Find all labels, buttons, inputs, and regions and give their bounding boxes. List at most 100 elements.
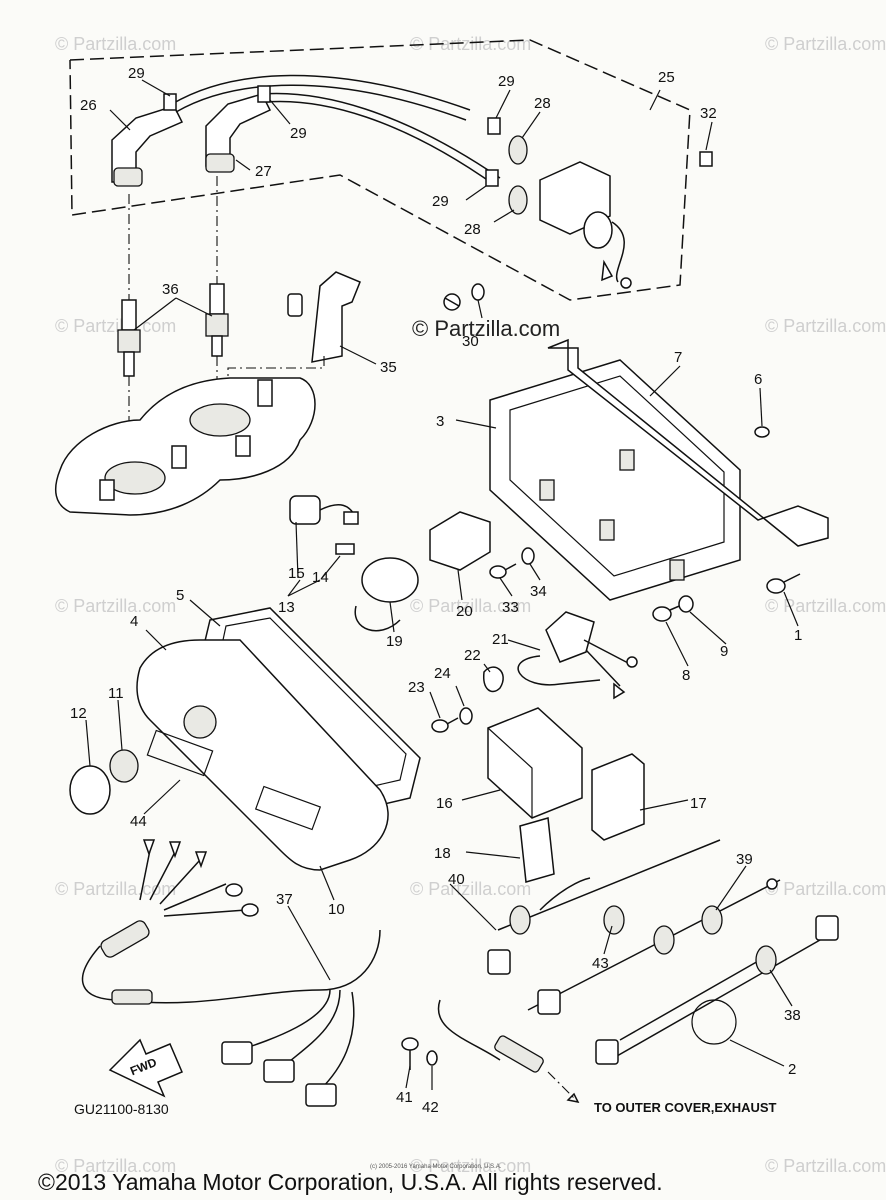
label-33: 33 xyxy=(502,599,519,616)
label-10: 10 xyxy=(328,901,345,918)
label-41: 41 xyxy=(396,1089,413,1106)
watermark-9: © Partzilla.com xyxy=(55,879,176,899)
clamp-29-c xyxy=(487,117,501,135)
fwd-arrow: FWD xyxy=(108,1038,183,1098)
small-copyright: (c) 2005-2016 Yamaha Motor Corporation, … xyxy=(370,1164,502,1170)
label-29-a: 29 xyxy=(128,65,145,82)
label-19: 19 xyxy=(386,633,403,650)
label-35: 35 xyxy=(380,359,397,376)
part-20 xyxy=(429,511,491,571)
clamp-29-a xyxy=(163,93,177,111)
outer-cover-arrow xyxy=(547,1071,580,1104)
part-14-fuse xyxy=(335,543,355,555)
label-1: 1 xyxy=(794,627,802,644)
label-21: 21 xyxy=(492,631,509,648)
screw-23 xyxy=(431,717,459,733)
watermark-4: © Partzilla.com xyxy=(55,316,176,336)
label-15: 15 xyxy=(288,565,305,582)
label-24: 24 xyxy=(434,665,451,682)
clamp-29-d xyxy=(485,169,499,187)
diagram-code: GU21100-8130 xyxy=(74,1101,169,1117)
label-22: 22 xyxy=(464,647,481,664)
screw-30 xyxy=(443,283,485,311)
label-13: 13 xyxy=(278,599,295,616)
watermark-1: © Partzilla.com xyxy=(55,34,176,54)
cap-12 xyxy=(69,765,111,815)
label-5: 5 xyxy=(176,587,184,604)
label-16: 16 xyxy=(436,795,453,812)
watermark-11: © Partzilla.com xyxy=(765,879,886,899)
bracket-7 xyxy=(547,338,829,547)
label-29-b: 29 xyxy=(290,125,307,142)
label-8: 8 xyxy=(682,667,690,684)
label-26: 26 xyxy=(80,97,97,114)
grommet-28-b xyxy=(508,185,528,215)
leader-lines xyxy=(85,79,799,1090)
watermark-7: © Partzilla.com xyxy=(410,596,531,616)
clamp-29-b xyxy=(257,85,271,103)
cable-40 xyxy=(437,839,721,1073)
cover-4 xyxy=(136,639,389,871)
label-2: 2 xyxy=(788,1061,796,1078)
cable-39 xyxy=(609,878,839,1061)
o-ring-11 xyxy=(109,749,139,783)
label-7: 7 xyxy=(674,349,682,366)
label-4: 4 xyxy=(130,613,138,630)
watermark-3: © Partzilla.com xyxy=(765,34,886,54)
washer-24 xyxy=(459,707,473,725)
module-16 xyxy=(487,707,583,819)
label-40: 40 xyxy=(448,871,465,888)
label-28-a: 28 xyxy=(534,95,551,112)
label-14: 14 xyxy=(312,569,329,586)
lead-27b xyxy=(265,100,497,187)
label-9: 9 xyxy=(720,643,728,660)
cable-38 xyxy=(595,945,777,1065)
harness-37 xyxy=(81,839,381,1107)
label-12: 12 xyxy=(70,705,87,722)
label-20: 20 xyxy=(456,603,473,620)
cylinder-head xyxy=(54,377,316,516)
label-11: 11 xyxy=(108,685,124,702)
lead-27 xyxy=(261,92,501,179)
bolt-1 xyxy=(766,573,801,594)
part-32-collar xyxy=(699,151,713,167)
label-6: 6 xyxy=(754,371,762,388)
washer-34 xyxy=(521,547,535,565)
label-39: 39 xyxy=(736,851,753,868)
label-28-b: 28 xyxy=(464,221,481,238)
holder-17 xyxy=(591,753,645,841)
plug-cap-26 xyxy=(111,105,184,187)
watermarks: © Partzilla.com © Partzilla.com © Partzi… xyxy=(55,34,886,1176)
plug-cap-27 xyxy=(205,93,272,173)
watermark-13: © Partzilla.com xyxy=(410,1156,531,1176)
washer-9 xyxy=(678,595,694,613)
watermark-2: © Partzilla.com xyxy=(410,34,531,54)
lead-26b xyxy=(175,84,467,121)
ignition-coil xyxy=(539,161,632,289)
part-labels: 29 26 27 29 29 28 25 32 29 28 30 36 35 7… xyxy=(70,65,802,1116)
washer-42 xyxy=(426,1050,438,1066)
bolt-41 xyxy=(401,1037,419,1070)
clamp-2 xyxy=(691,999,737,1045)
bolt-6 xyxy=(754,426,770,438)
leader-35 xyxy=(227,356,325,380)
bracket-35 xyxy=(287,271,361,363)
label-3: 3 xyxy=(436,413,444,430)
label-37: 37 xyxy=(276,891,293,908)
label-23: 23 xyxy=(408,679,425,696)
label-43: 43 xyxy=(592,955,609,972)
label-42: 42 xyxy=(422,1099,439,1116)
label-17: 17 xyxy=(690,795,707,812)
cable-43 xyxy=(527,879,781,1015)
screw-33 xyxy=(489,563,517,579)
label-44: 44 xyxy=(130,813,147,830)
footer-copyright: ©2013 Yamaha Motor Corporation, U.S.A. A… xyxy=(38,1169,663,1195)
label-25: 25 xyxy=(658,69,675,86)
grommet-28-a xyxy=(508,135,528,165)
watermark-8: © Partzilla.com xyxy=(765,596,886,616)
outer-cover-note: TO OUTER COVER,EXHAUST xyxy=(594,1100,777,1115)
center-watermark: © Partzilla.com xyxy=(412,316,560,341)
switch-19 xyxy=(354,557,419,632)
